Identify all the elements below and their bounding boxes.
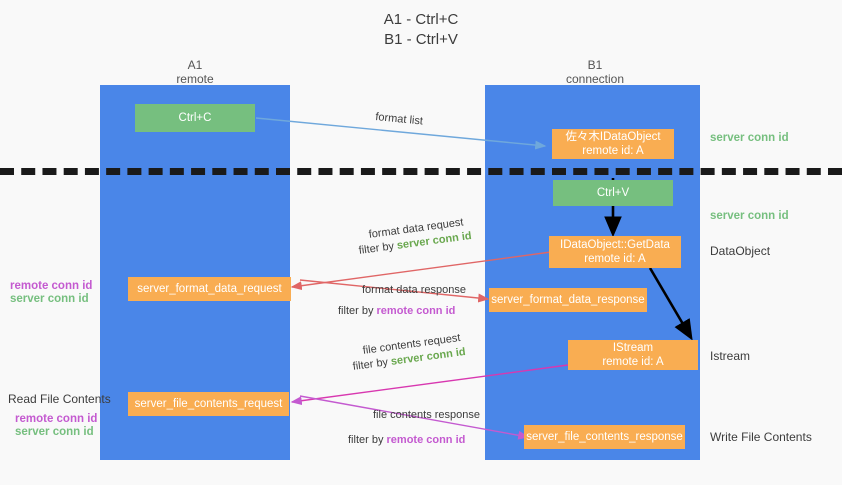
- node-server-file-contents-response[interactable]: server_file_contents_response: [524, 425, 685, 449]
- lane-header-b1-name: B1: [587, 58, 603, 72]
- edge-label-file-contents-response: file contents response: [373, 409, 481, 421]
- label-remote-conn-id-2: remote conn id: [15, 413, 98, 425]
- edge-label-filter-prefix-2: filter by: [338, 305, 377, 317]
- label-istream: Istream: [710, 349, 751, 363]
- node-idataobject-getdata[interactable]: IDataObject::GetData remote id: A: [549, 236, 681, 268]
- lane-header-b1: B1 connection: [520, 58, 670, 86]
- label-remote-conn-id-1: remote conn id: [10, 280, 93, 292]
- label-server-conn-id-2: server conn id: [15, 426, 94, 438]
- lane-header-a1-name: A1: [187, 58, 203, 72]
- edge-label-filter-prefix-3: filter by: [352, 355, 392, 373]
- edge-label-filter-value-2: remote conn id: [376, 305, 456, 317]
- node-ctrl-c[interactable]: Ctrl+C: [135, 104, 255, 132]
- node-server-file-contents-request[interactable]: server_file_contents_request: [128, 392, 289, 416]
- node-idataobject-top[interactable]: 佐々木IDataObject remote id: A: [552, 129, 674, 159]
- lane-header-a1-sub: remote: [176, 72, 214, 86]
- label-server-conn-id-1: server conn id: [10, 293, 89, 305]
- edge-label-format-data-response: format data response: [362, 284, 466, 296]
- phase-divider: [0, 168, 842, 175]
- lane-header-b1-sub: connection: [565, 72, 625, 86]
- label-server-conn-id-top: server conn id: [710, 132, 789, 144]
- edge-label-filter-prefix-4: filter by: [348, 434, 387, 446]
- diagram-title: A1 - Ctrl+C B1 - Ctrl+V: [383, 11, 459, 48]
- edge-label-format-list: format list: [374, 111, 424, 128]
- label-read-file-contents: Read File Contents: [8, 392, 111, 406]
- edge-label-file-contents-response-filter: filter by remote conn id: [348, 434, 465, 446]
- edge-label-filter-prefix-1: filter by: [358, 239, 398, 257]
- node-server-format-data-response[interactable]: server_format_data_response: [489, 288, 647, 312]
- lane-header-a1: A1 remote: [120, 58, 270, 86]
- node-istream[interactable]: IStream remote id: A: [568, 340, 698, 370]
- label-write-file-contents: Write File Contents: [710, 430, 812, 444]
- edge-label-filter-value-4: remote conn id: [386, 434, 466, 446]
- label-dataobject: DataObject: [710, 244, 771, 258]
- edge-label-format-data-response-filter: filter by remote conn id: [338, 305, 455, 317]
- label-server-conn-id-mid: server conn id: [710, 210, 789, 222]
- node-ctrl-v[interactable]: Ctrl+V: [553, 180, 673, 206]
- node-server-format-data-request[interactable]: server_format_data_request: [128, 277, 291, 301]
